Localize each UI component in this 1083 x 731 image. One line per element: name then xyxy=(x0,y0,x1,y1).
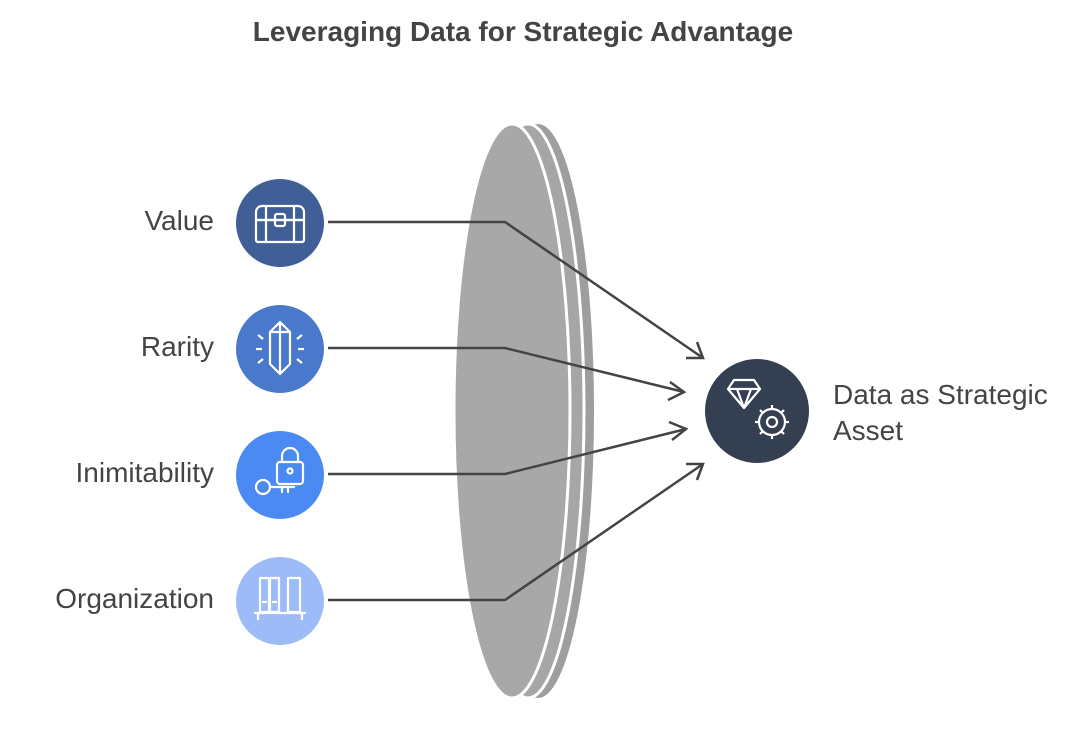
input-label-value: Value xyxy=(144,205,214,236)
connector-organization xyxy=(328,462,704,602)
arrowhead-rarity xyxy=(667,380,687,402)
rarity-node xyxy=(236,305,324,393)
lock-key-icon xyxy=(254,446,305,496)
connectors xyxy=(328,220,705,602)
crystal-icon xyxy=(256,320,304,376)
arrowhead-value xyxy=(686,341,705,360)
connector-rarity xyxy=(328,346,685,394)
connector-value xyxy=(328,220,704,360)
arrowhead-inimitability xyxy=(668,420,689,441)
input-label-rarity: Rarity xyxy=(140,331,214,362)
arrowhead-organization xyxy=(686,462,705,481)
output-node xyxy=(705,359,809,463)
bookshelf-icon xyxy=(254,576,306,620)
organization-node xyxy=(236,557,324,645)
input-label-inimitability: Inimitability xyxy=(75,457,214,488)
inimitability-node xyxy=(236,431,324,519)
diagram-title: Leveraging Data for Strategic Advantage xyxy=(252,16,794,47)
output-label-line2: Asset xyxy=(833,415,904,446)
output-label-line1: Data as Strategic xyxy=(833,379,1048,410)
treasure-chest-icon xyxy=(254,204,306,244)
connector-inimitability xyxy=(328,427,687,476)
lens xyxy=(452,122,594,700)
value-node xyxy=(236,179,324,267)
output-label: Data as Strategic Asset xyxy=(833,377,1073,449)
input-label-organization: Organization xyxy=(55,583,214,614)
gem-gear-icon xyxy=(726,378,789,439)
